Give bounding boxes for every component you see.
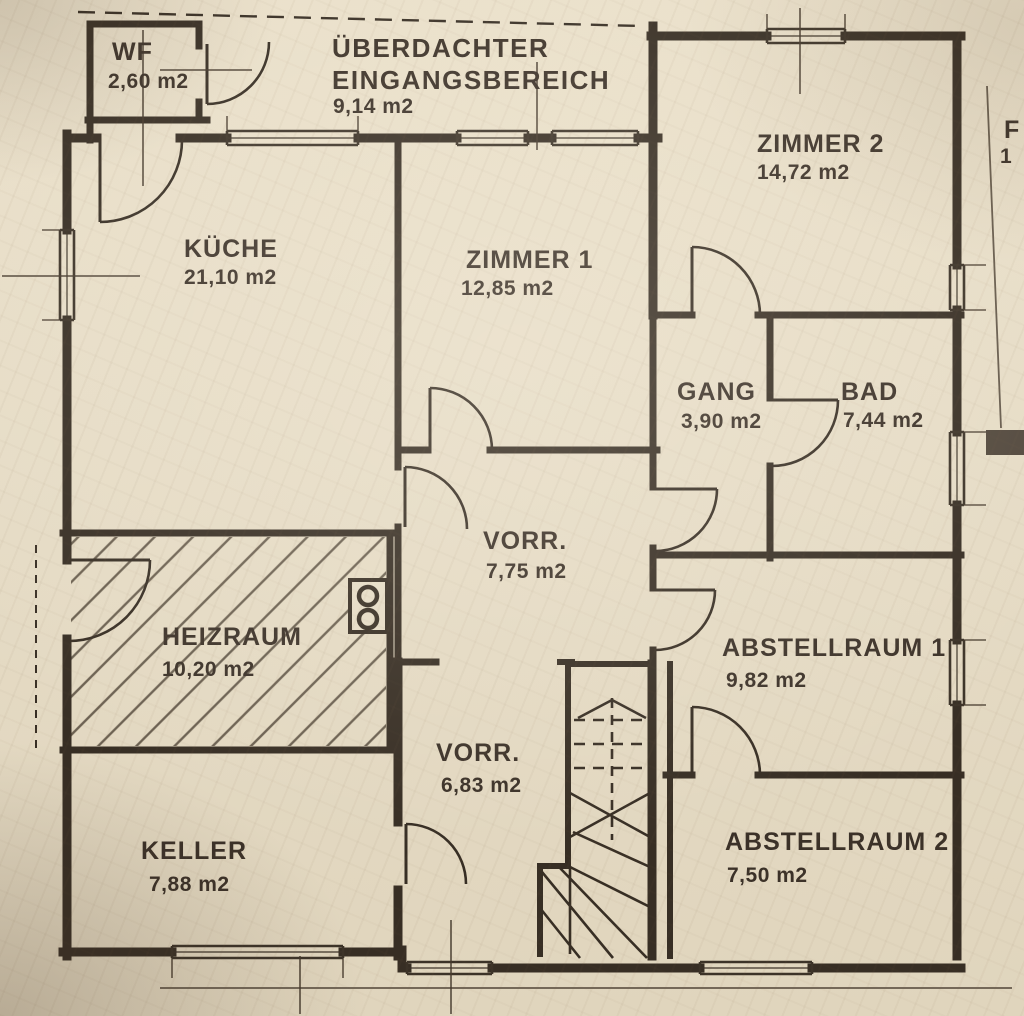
room-label-keller: KELLER 7,88 m2 — [141, 837, 247, 896]
abstellraum2-bottom-window — [698, 960, 814, 976]
room-area-zimmer1: 12,85 m2 — [461, 277, 554, 300]
vorr-gang-door — [654, 487, 719, 553]
abstellraum1-right-window — [948, 638, 986, 707]
stair-break-line — [569, 791, 651, 839]
doors — [68, 41, 840, 885]
zimmer2-top-window — [765, 14, 847, 45]
bad-right-window — [948, 430, 986, 507]
wf-outer-wall — [86, 20, 203, 124]
neighbor-room-label-cutoff: F 1 — [1000, 116, 1020, 168]
heizraum-door — [68, 558, 152, 643]
interior-walls — [59, 21, 965, 961]
entrance-window-1 — [455, 129, 530, 147]
room-name-vorr-unten: VORR. — [436, 739, 520, 767]
room-area-bad: 7,44 m2 — [843, 409, 924, 432]
kueche-vorr-door — [403, 465, 469, 530]
neighbor-structure-cutoff — [986, 85, 1024, 455]
room-area-kueche: 21,10 m2 — [184, 266, 277, 289]
vorr-bottom-window — [405, 960, 494, 976]
exterior-walls — [58, 20, 966, 973]
room-name-zimmer2: ZIMMER 2 — [757, 130, 884, 158]
staircase — [537, 661, 655, 959]
room-area-eingang: 9,14 m2 — [333, 95, 414, 118]
windows — [42, 14, 986, 978]
zimmer2-right-window — [948, 263, 986, 312]
room-area-gang: 3,90 m2 — [681, 410, 762, 433]
keller-door — [404, 822, 468, 885]
kueche-top-window — [225, 116, 360, 147]
room-label-kueche: KÜCHE 21,10 m2 — [184, 234, 278, 289]
room-area-wf: 2,60 m2 — [108, 70, 189, 93]
roof-overhang-dashed-line — [35, 10, 643, 748]
room-labels: WF 2,60 m2 ÜBERDACHTER EINGANGSBEREICH 9… — [108, 33, 1020, 896]
room-label-wf: WF 2,60 m2 — [108, 38, 189, 93]
room-name-zimmer1: ZIMMER 1 — [466, 246, 593, 274]
room-area-vorr-mitte: 7,75 m2 — [486, 560, 567, 583]
kueche-left-window — [42, 228, 76, 322]
room-name-wf: WF — [112, 38, 153, 66]
neighbor-label-line2: 1 — [1000, 145, 1012, 168]
zimmer2-door — [690, 245, 762, 316]
boiler-icon — [348, 578, 389, 634]
entrance-door — [98, 139, 184, 224]
room-area-abstellraum2: 7,50 m2 — [727, 864, 808, 887]
room-label-abstellraum1: ABSTELLRAUM 1 9,82 m2 — [722, 634, 946, 692]
room-label-bad: BAD 7,44 m2 — [841, 378, 924, 432]
room-name-gang: GANG — [677, 378, 756, 406]
room-area-zimmer2: 14,72 m2 — [757, 161, 850, 184]
room-label-abstellraum2: ABSTELLRAUM 2 7,50 m2 — [725, 828, 949, 887]
room-area-vorr-unten: 6,83 m2 — [441, 774, 522, 797]
neighbor-label-line1: F — [1004, 116, 1020, 144]
room-name-vorr-mitte: VORR. — [483, 527, 567, 555]
room-label-eingangsbereich: ÜBERDACHTER EINGANGSBEREICH 9,14 m2 — [332, 33, 610, 118]
room-label-vorr-unten: VORR. 6,83 m2 — [436, 739, 522, 797]
room-name-abstellraum1: ABSTELLRAUM 1 — [722, 634, 946, 662]
wf-door — [205, 41, 271, 106]
room-name-bad: BAD — [841, 378, 898, 406]
dimension-lines — [2, 8, 1012, 1014]
room-area-heizraum: 10,20 m2 — [162, 658, 255, 681]
room-name-abstellraum2: ABSTELLRAUM 2 — [725, 828, 949, 856]
heizraum-hatching — [71, 537, 386, 746]
room-area-keller: 7,88 m2 — [149, 873, 230, 896]
room-label-gang: GANG 3,90 m2 — [677, 378, 762, 433]
room-label-vorr-mitte: VORR. 7,75 m2 — [483, 527, 567, 583]
abstellraum-connecting-door — [690, 705, 762, 776]
stair-direction-arrow — [577, 698, 647, 720]
room-name-heizraum: HEIZRAUM — [162, 623, 302, 651]
bad-door — [771, 398, 840, 468]
room-label-heizraum: HEIZRAUM 10,20 m2 — [162, 623, 302, 681]
vorr-abstellraum1-door — [654, 588, 717, 652]
entrance-window-2 — [550, 129, 640, 147]
room-name-kueche: KÜCHE — [184, 234, 278, 263]
room-label-zimmer2: ZIMMER 2 14,72 m2 — [757, 130, 884, 184]
room-name-keller: KELLER — [141, 837, 247, 865]
room-name-eingang-line2: EINGANGSBEREICH — [332, 65, 610, 95]
room-label-zimmer1: ZIMMER 1 12,85 m2 — [461, 246, 593, 300]
room-name-eingang-line1: ÜBERDACHTER — [332, 33, 549, 63]
keller-bottom-window — [170, 944, 345, 978]
room-area-abstellraum1: 9,82 m2 — [726, 669, 807, 692]
zimmer1-door — [428, 386, 494, 451]
